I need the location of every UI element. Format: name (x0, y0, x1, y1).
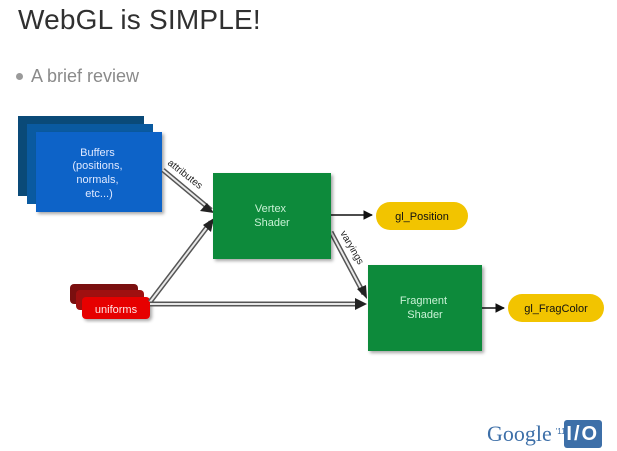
fragment-shader-node: Fragment Shader (368, 265, 482, 351)
fragment-shader-label-1: Fragment (400, 295, 447, 307)
buffers-front-card (36, 132, 162, 212)
slide-title: WebGL is SIMPLE! (18, 4, 261, 35)
vertex-shader-label-1: Vertex (255, 203, 287, 215)
svg-text:Fragment Shader: Fragment Shader (400, 295, 450, 321)
svg-text:Buffers (positions,: Buffers (positions, normals, etc...) (72, 147, 125, 200)
edge-buffers-vertex-highlight (162, 169, 212, 211)
edge-vertex-fragment-highlight (330, 231, 365, 295)
gl-fragcolor-node: gl_FragColor (508, 294, 604, 322)
edge-uniforms-vertex-highlight (149, 221, 212, 303)
uniforms-stack: uniforms (70, 284, 150, 319)
svg-text:Vertex Shader: Vertex Shader (254, 203, 290, 229)
io-badge-icon: '11 I/O (556, 420, 602, 448)
google-io-logo: Google '11 I/O (487, 420, 602, 448)
fragment-shader-box (368, 265, 482, 351)
buffers-label-2: (positions, (72, 160, 122, 172)
gl-fragcolor-label: gl_FragColor (524, 303, 588, 315)
buffers-stack: Buffers (positions, normals, etc...) (18, 116, 162, 212)
vertex-shader-label-2: Shader (254, 217, 290, 229)
vertex-shader-box (213, 173, 331, 259)
bullet-dot-icon (16, 73, 23, 80)
bullet-item: A brief review (16, 66, 139, 87)
edge-buffers-vertex-head (200, 203, 214, 213)
io-year-superscript: '11 (555, 427, 566, 436)
io-box: I/O (563, 420, 602, 448)
bullet-text: A brief review (31, 66, 140, 86)
google-wordmark: Google (487, 421, 552, 446)
buffers-label-4: etc...) (85, 188, 113, 200)
edge-vertex-fragment-head (357, 285, 367, 299)
gl-fragcolor-pill (508, 294, 604, 322)
gl-position-pill (376, 202, 468, 230)
uniforms-label: uniforms (95, 304, 138, 316)
edge-uniforms-fragment-head (355, 298, 367, 310)
buffers-label-3: normals, (76, 174, 118, 186)
fragment-shader-label-2: Shader (407, 309, 443, 321)
edge-uniforms-vertex-head (203, 218, 214, 232)
gl-position-label: gl_Position (395, 211, 449, 223)
vertex-shader-node: Vertex Shader (213, 173, 331, 259)
gl-position-node: gl_Position (376, 202, 468, 230)
uniforms-front-card (82, 297, 150, 319)
buffers-label-1: Buffers (80, 147, 115, 159)
